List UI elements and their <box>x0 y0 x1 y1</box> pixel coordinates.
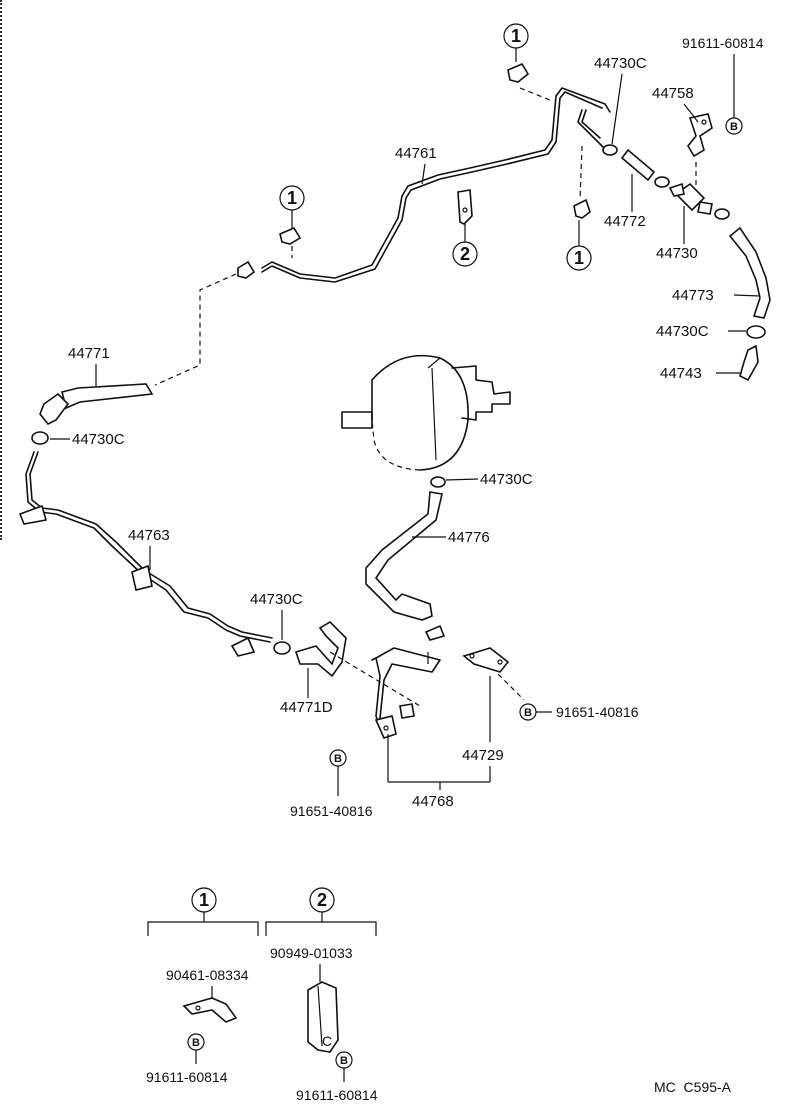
kit1-part: 90461-08334 <box>166 967 249 983</box>
svg-text:1: 1 <box>574 248 584 268</box>
label-44730C-b: 44730C <box>250 591 303 608</box>
label-44730C-a: 44730C <box>72 431 125 448</box>
diagram-ref-code: MC C595-A <box>654 1079 732 1095</box>
hose-44772[interactable] <box>620 148 656 182</box>
b-symbol-kit1: B <box>187 1033 205 1051</box>
svg-text:B: B <box>524 707 532 719</box>
kit2-bolt: 91611-60814 <box>296 1087 378 1103</box>
bolt-right-mid: 91651-40816 <box>556 704 639 720</box>
label-44771: 44771 <box>68 345 110 362</box>
bolt-bottom-mid: 91651-40816 <box>290 803 373 819</box>
bracket-44768[interactable] <box>371 647 441 739</box>
clamp-mid[interactable] <box>279 226 302 245</box>
hose-clip-left[interactable] <box>237 260 256 279</box>
clamp-44730C-left[interactable] <box>31 431 49 445</box>
svg-text:B: B <box>730 121 738 133</box>
clamp-44730C-b[interactable] <box>273 641 291 655</box>
kit1-bolt: 91611-60814 <box>146 1069 228 1085</box>
kit-2-legend: 2 <box>265 887 377 936</box>
b-symbol-right: B <box>519 703 537 721</box>
kit2-bracket[interactable]: C <box>307 981 339 1053</box>
svg-text:B: B <box>192 1037 200 1049</box>
callout-1-mid: 1 <box>279 185 305 228</box>
callout-1-top: 1 <box>503 23 529 62</box>
kit2-part: 90949-01033 <box>270 945 353 961</box>
label-44758: 44758 <box>652 85 694 102</box>
gasket-44729[interactable] <box>462 647 510 673</box>
svg-text:C: C <box>322 1033 332 1049</box>
clamp-44730C-d[interactable] <box>430 476 446 488</box>
pipe-44763[interactable] <box>18 451 273 657</box>
label-44730: 44730 <box>656 245 698 262</box>
brake-booster <box>341 354 511 471</box>
hose-44773[interactable] <box>728 226 771 319</box>
svg-text:1: 1 <box>511 26 521 46</box>
label-44771D: 44771D <box>280 699 333 716</box>
bolt-top-right: 91611-60814 <box>682 35 764 51</box>
clamp-top[interactable] <box>507 62 530 83</box>
scan-edge <box>0 0 5 540</box>
svg-text:2: 2 <box>317 890 327 910</box>
label-44743: 44743 <box>660 365 702 382</box>
fitting-44743[interactable] <box>739 344 759 382</box>
check-valve-44730[interactable] <box>668 182 713 215</box>
svg-text:1: 1 <box>287 188 297 208</box>
label-44768: 44768 <box>412 793 454 810</box>
svg-text:1: 1 <box>199 890 209 910</box>
hose-44771[interactable] <box>39 383 154 426</box>
clip-center[interactable] <box>424 624 446 641</box>
b-symbol-top: B <box>725 117 743 135</box>
bracket-44758[interactable] <box>687 113 713 158</box>
label-44773: 44773 <box>672 287 714 304</box>
clamp-right[interactable] <box>573 198 591 219</box>
kit1-clamp[interactable] <box>182 997 238 1023</box>
svg-text:B: B <box>334 753 342 765</box>
clamp-44730C-top[interactable] <box>602 144 730 220</box>
kit-1-legend: 1 <box>147 887 259 936</box>
svg-text:B: B <box>340 1055 348 1067</box>
hose-44776[interactable] <box>365 491 443 621</box>
label-44730C-e: 44730C <box>656 323 709 340</box>
pipe-44761[interactable] <box>261 87 611 283</box>
callout-1-right: 1 <box>566 220 592 271</box>
label-44729: 44729 <box>462 747 504 764</box>
label-44763: 44763 <box>128 527 170 544</box>
label-44730C-top: 44730C <box>594 55 647 72</box>
hose-44771D[interactable] <box>294 620 347 678</box>
callout-2-mid: 2 <box>452 224 478 267</box>
label-44772: 44772 <box>604 213 646 230</box>
b-symbol-bottom: B <box>329 749 347 767</box>
label-44730C-d: 44730C <box>480 471 533 488</box>
label-44761: 44761 <box>395 145 437 162</box>
svg-text:2: 2 <box>460 244 470 264</box>
label-44776: 44776 <box>448 529 490 546</box>
bracket-2[interactable] <box>457 189 473 225</box>
b-symbol-kit2: B <box>335 1051 353 1069</box>
clamp-44730C-right[interactable] <box>746 325 766 339</box>
